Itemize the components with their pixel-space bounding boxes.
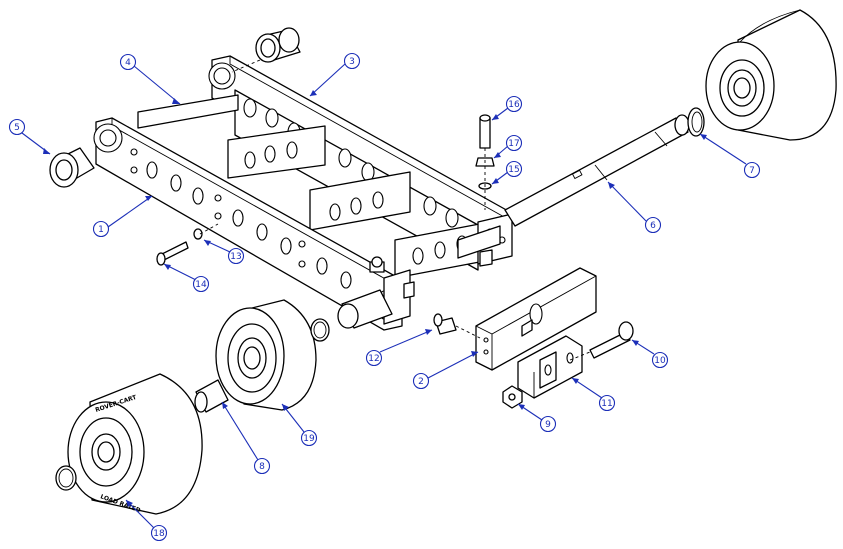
long-bolt [569, 321, 634, 361]
balloon-10-label: 10 [654, 356, 666, 366]
balloon-18[interactable] [150, 524, 168, 542]
balloon-3-label: 3 [349, 57, 355, 67]
retaining-ring-left [55, 465, 77, 491]
screw-and-washer [156, 223, 219, 266]
wheel-left: ROVER-CART LOAD RATED [67, 373, 203, 515]
balloon-14-label: 14 [195, 280, 207, 290]
balloon-4-label: 4 [125, 58, 131, 68]
balloon-6[interactable] [644, 216, 662, 234]
balloon-17[interactable] [505, 134, 523, 152]
balloon-4[interactable] [119, 53, 137, 71]
balloon-11[interactable] [598, 394, 616, 412]
axle-shaft [504, 114, 690, 227]
balloon-6-label: 6 [650, 221, 656, 231]
balloon-15-label: 15 [508, 165, 519, 175]
balloon-17-label: 17 [508, 139, 519, 149]
side-bushing [49, 147, 95, 188]
balloon-callouts: 1 2 3 4 5 6 7 8 [8, 52, 761, 542]
balloon-13-label: 13 [230, 252, 241, 262]
top-bushing [255, 27, 301, 63]
wheel-right [705, 9, 837, 141]
spacer-bushing [194, 379, 229, 413]
balloon-3[interactable] [343, 52, 361, 70]
frame-assembly [93, 55, 513, 331]
balloon-9-label: 9 [545, 420, 551, 430]
balloon-11-label: 11 [601, 399, 612, 409]
balloon-7-label: 7 [749, 166, 755, 176]
balloon-1-label: 1 [98, 225, 104, 235]
balloon-9[interactable] [539, 415, 557, 433]
balloon-8-label: 8 [259, 462, 265, 472]
balloon-12-label: 12 [368, 354, 379, 364]
balloon-1[interactable] [92, 220, 110, 238]
retaining-ring-right [687, 107, 705, 137]
mount-bracket [475, 267, 597, 371]
balloon-16[interactable] [505, 95, 523, 113]
balloon-16-label: 16 [508, 100, 520, 110]
balloon-7[interactable] [743, 161, 761, 179]
balloon-8[interactable] [253, 457, 271, 475]
balloon-2-label: 2 [418, 377, 424, 387]
balloon-10[interactable] [651, 351, 669, 369]
balloon-15[interactable] [505, 160, 523, 178]
bolt-stack [475, 114, 495, 210]
balloon-5[interactable] [8, 118, 26, 136]
balloon-12[interactable] [365, 349, 383, 367]
retaining-ring-center [310, 318, 330, 342]
clevis-bracket [517, 335, 583, 399]
balloon-14[interactable] [192, 275, 210, 293]
balloon-19-label: 19 [303, 434, 315, 444]
flat-head-screw [433, 313, 481, 339]
cross-member-holes [244, 141, 468, 265]
balloon-13[interactable] [227, 247, 245, 265]
balloon-5-label: 5 [14, 123, 20, 133]
wheel-center [215, 299, 317, 411]
lock-nut [502, 385, 523, 409]
balloon-18-label: 18 [153, 529, 165, 539]
balloon-2[interactable] [412, 372, 430, 390]
balloon-19[interactable] [300, 429, 318, 447]
